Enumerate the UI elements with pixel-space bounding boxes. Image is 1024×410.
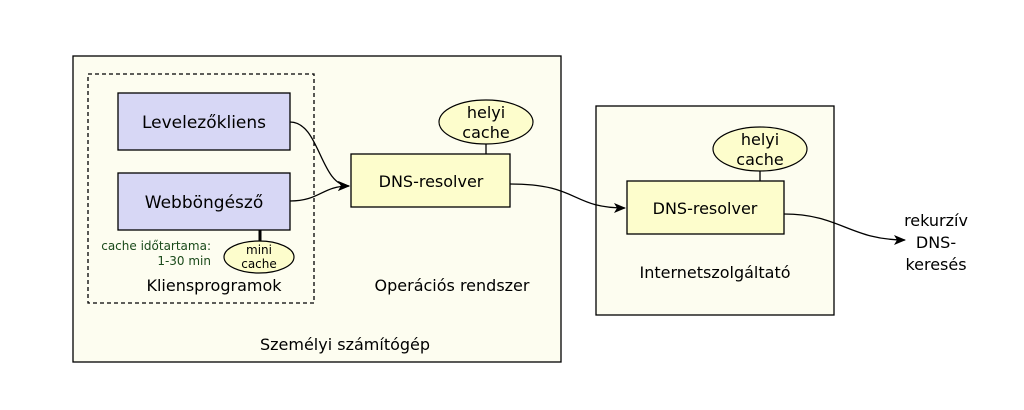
recursive-line3: keresés	[905, 255, 966, 274]
client-programs-label: Kliensprogramok	[146, 276, 282, 295]
arrow-local-to-isp-resolver	[509, 183, 626, 213]
local-cache-1-ellipse	[438, 99, 534, 145]
isp-label: Internetszolgáltató	[639, 263, 790, 282]
personal-computer-label: Személyi számítógép	[260, 335, 430, 354]
arrow-isp-to-recursive	[783, 213, 906, 245]
recursive-line1: rekurzív	[904, 211, 968, 230]
local-cache-2-ellipse	[712, 126, 808, 172]
cache-duration-line2: 1-30 min	[157, 254, 211, 268]
mail-client-box	[117, 92, 291, 151]
operating-system-label: Operációs rendszer	[375, 276, 530, 295]
mini-cache-line1: mini	[246, 243, 272, 257]
mail-client-label: Levelezőkliens	[142, 113, 266, 133]
local-cache-1-line2: cache	[462, 123, 509, 142]
web-browser-box	[117, 172, 291, 231]
recursive-line2: DNS-	[916, 233, 956, 252]
local-cache-1-line1: helyi	[467, 103, 505, 122]
local-cache-2-line1: helyi	[741, 130, 779, 149]
dns-resolver-isp-label: DNS-resolver	[653, 199, 758, 218]
dns-resolver-local-label: DNS-resolver	[379, 172, 484, 191]
arrow-browser-to-resolver	[289, 181, 350, 202]
web-browser-label: Webböngésző	[145, 193, 263, 213]
dns-resolver-isp-box	[626, 180, 785, 235]
client-programs-box	[87, 73, 315, 304]
mini-cache-ellipse	[223, 240, 295, 274]
dns-resolver-local-box	[350, 153, 511, 208]
local-cache-2-line2: cache	[736, 150, 783, 169]
cache-duration-line1: cache időtartama:	[101, 239, 211, 253]
mini-cache-line2: cache	[241, 257, 277, 271]
